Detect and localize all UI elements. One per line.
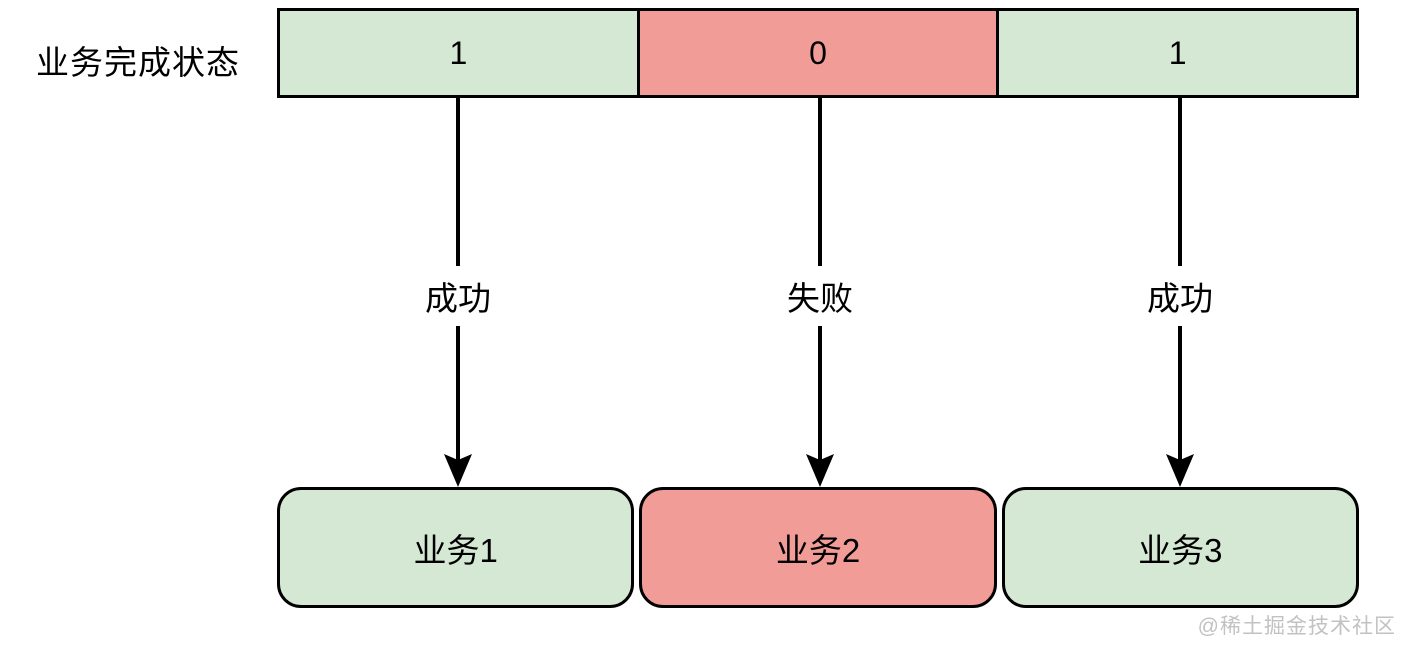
arrow-3: 成功	[1145, 98, 1215, 487]
business-box-2: 业务2	[639, 487, 997, 608]
status-cell-3: 1	[999, 8, 1360, 98]
arrow-label-success-2: 成功	[1145, 266, 1215, 326]
business-row: 业务1 业务2 业务3	[277, 487, 1359, 608]
arrow-label-success-1: 成功	[423, 266, 493, 326]
status-cell-2: 0	[639, 8, 1000, 98]
status-cell-1: 1	[277, 8, 640, 98]
status-row-label: 业务完成状态	[36, 44, 240, 81]
arrow-2: 失败	[785, 98, 855, 487]
status-bar: 1 0 1	[277, 8, 1360, 98]
watermark: @稀土掘金技术社区	[1197, 615, 1396, 638]
business-box-1: 业务1	[277, 487, 635, 608]
business-box-3: 业务3	[1001, 487, 1359, 608]
arrow-label-fail: 失败	[785, 266, 855, 326]
arrow-1: 成功	[423, 98, 493, 487]
